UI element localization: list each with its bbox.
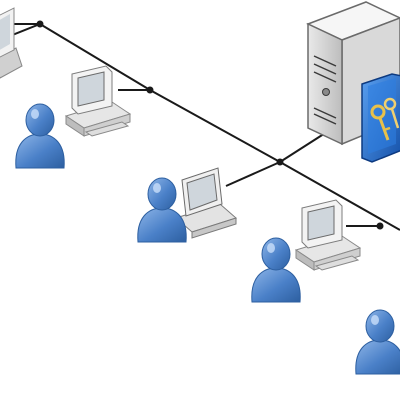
- link-laptop: [225, 161, 281, 187]
- junction-dot: [276, 158, 284, 166]
- security-key-icon: [361, 73, 400, 163]
- junction-dots: [36, 20, 384, 230]
- desktop-computer-icon: [64, 65, 132, 137]
- person-icon: [137, 177, 187, 243]
- junction-dot: [376, 222, 384, 230]
- desktop-computer-icon: [294, 199, 362, 271]
- person-icon: [15, 103, 65, 169]
- person-icon: [251, 237, 301, 303]
- link-server: [279, 129, 331, 163]
- laptop-icon: [175, 167, 237, 239]
- person-icon: [355, 309, 400, 375]
- junction-dot: [36, 20, 44, 28]
- junction-dot: [146, 86, 154, 94]
- desktop-computer-icon: [0, 7, 23, 79]
